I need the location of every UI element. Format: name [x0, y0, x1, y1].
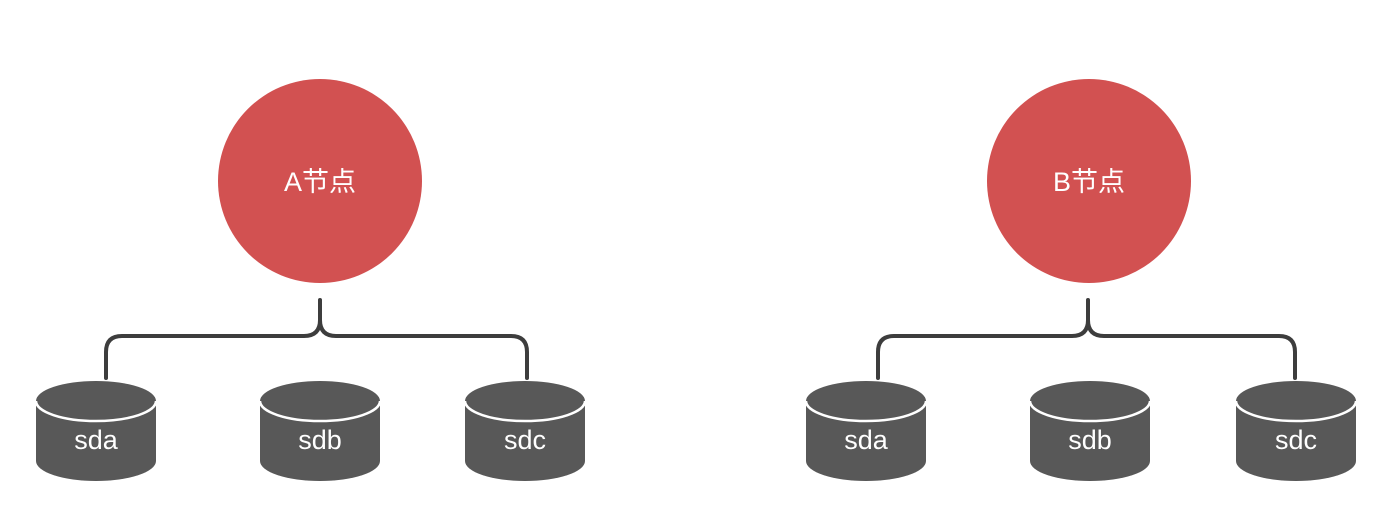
- node-circle-a-shape: [218, 79, 422, 283]
- node-circle-b-label: B节点: [1053, 167, 1125, 197]
- disk-sdc-a[interactable]: sdc: [463, 381, 587, 481]
- disk-sda-b-rim: [804, 400, 928, 423]
- disk-sda-a-rim: [34, 400, 158, 423]
- disk-sda-a-top: [36, 381, 156, 421]
- node-group-b: B节点 sda sdb sdc: [804, 79, 1358, 481]
- disk-sdb-a-rim: [258, 400, 382, 423]
- disk-sdb-a[interactable]: sdb: [258, 381, 382, 481]
- disk-sdb-b-label: sdb: [1068, 425, 1112, 455]
- node-circle-b[interactable]: B节点: [987, 79, 1191, 283]
- disk-sdb-b-rim: [1028, 400, 1152, 423]
- disk-sda-a[interactable]: sda: [34, 381, 158, 481]
- disk-sdc-a-body: [465, 401, 585, 481]
- disk-sdc-a-rim: [463, 400, 587, 423]
- disk-sdc-a-top: [465, 381, 585, 421]
- disk-sdc-b-label: sdc: [1275, 425, 1317, 455]
- disk-sdc-b-body: [1236, 401, 1356, 481]
- disk-sda-a-label: sda: [74, 425, 119, 455]
- disk-sdb-a-top: [260, 381, 380, 421]
- node-group-a: A节点 sda sdb sdc: [34, 79, 587, 481]
- disk-sda-a-body: [36, 401, 156, 481]
- disk-sdb-a-label: sdb: [298, 425, 342, 455]
- disk-sda-b-label: sda: [844, 425, 889, 455]
- node-circle-a[interactable]: A节点: [218, 79, 422, 283]
- disk-sda-b-top: [806, 381, 926, 421]
- disk-sdc-b-top: [1236, 381, 1356, 421]
- disk-sdc-b[interactable]: sdc: [1234, 381, 1358, 481]
- node-circle-b-shape: [987, 79, 1191, 283]
- disk-sdb-b[interactable]: sdb: [1028, 381, 1152, 481]
- brace-connector-b: [876, 298, 1297, 380]
- disk-sda-b-body: [806, 401, 926, 481]
- disk-sdb-b-body: [1030, 401, 1150, 481]
- disk-sdc-b-rim: [1234, 400, 1358, 423]
- disk-sdb-a-body: [260, 401, 380, 481]
- disk-sda-b[interactable]: sda: [804, 381, 928, 481]
- node-circle-a-label: A节点: [284, 167, 356, 197]
- disk-sdb-b-top: [1030, 381, 1150, 421]
- brace-connector-a: [104, 298, 529, 380]
- disk-sdc-a-label: sdc: [504, 425, 546, 455]
